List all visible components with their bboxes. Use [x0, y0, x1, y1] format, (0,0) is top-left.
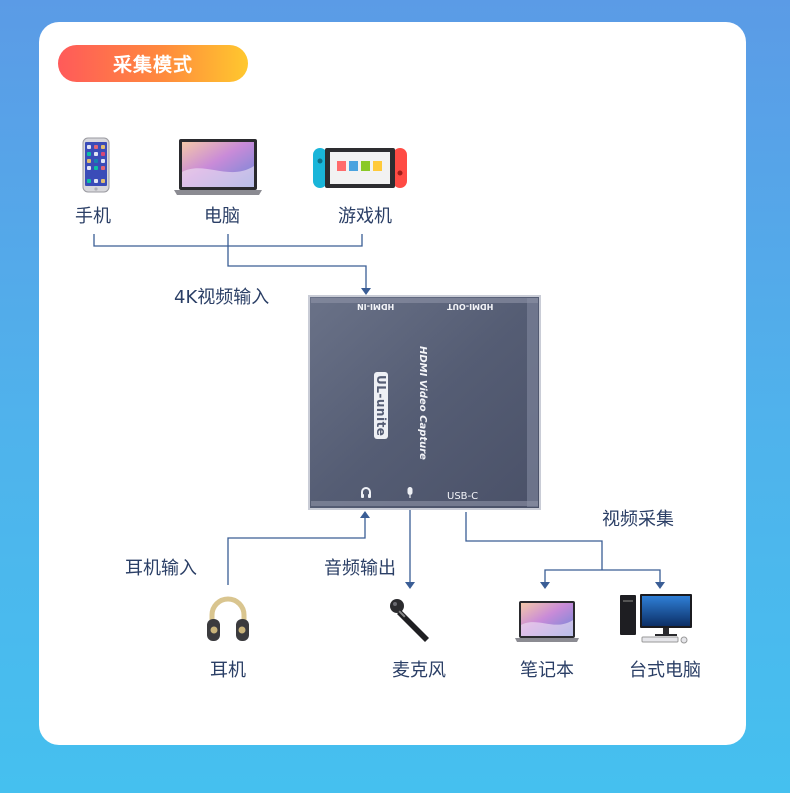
label-headphones: 耳机 [210, 660, 246, 681]
mode-title-badge: 采集模式 [58, 45, 248, 82]
line-headphone-in [227, 518, 366, 585]
game-console-icon [313, 148, 407, 188]
usb-c-port-label: USB-C [447, 491, 479, 502]
arrow-to-hdmi-in [361, 288, 371, 295]
desktop-computer-icon [620, 594, 692, 644]
label-phone: 手机 [75, 206, 111, 227]
capture-device-image [308, 295, 541, 510]
label-laptop: 电脑 [204, 206, 240, 227]
arrow-up-headphone-jack [360, 511, 370, 518]
label-microphone: 麦克风 [392, 660, 446, 681]
label-desktop-computer: 台式电脑 [629, 660, 701, 681]
arrow-down-microphone [405, 582, 415, 589]
line-usb-capture [465, 512, 661, 583]
device-product-label: HDMI Video Capture [417, 346, 428, 460]
arrow-down-notebook [540, 582, 550, 589]
headphone-jack-icon [361, 487, 371, 498]
label-audio-output: 音频输出 [324, 558, 396, 579]
label-4k-input: 4K视频输入 [174, 287, 270, 308]
hdmi-out-port-label: HDMI-OUT [447, 302, 494, 311]
arrow-down-desktop [655, 582, 665, 589]
line-laptop-to-device [227, 234, 367, 288]
headphones-icon [207, 596, 249, 641]
label-game-console: 游戏机 [338, 206, 392, 227]
microphone-port-icon [407, 487, 413, 498]
hdmi-in-port-label: HDMI-IN [357, 302, 395, 311]
label-video-capture: 视频采集 [602, 509, 674, 530]
laptop-icon [174, 139, 262, 195]
phone-icon [82, 137, 110, 193]
microphone-icon [390, 599, 429, 642]
label-headphone-input: 耳机输入 [125, 558, 197, 579]
label-notebook: 笔记本 [520, 660, 574, 681]
device-brand-label: UL-unite [374, 372, 388, 440]
notebook-icon [515, 601, 579, 642]
mode-title: 采集模式 [112, 54, 193, 76]
